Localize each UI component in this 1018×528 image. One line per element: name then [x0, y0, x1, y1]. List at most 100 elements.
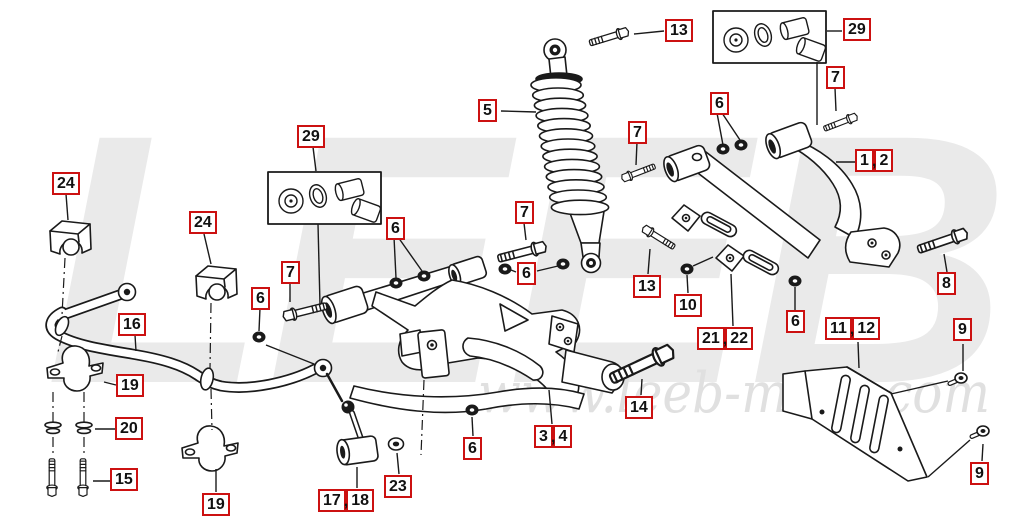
leader-line [635, 141, 638, 166]
callout-box: 7 [826, 66, 845, 89]
mounting-brackets [639, 204, 780, 276]
callout-box: 13 [633, 275, 661, 298]
callout-6: 6 [786, 310, 805, 333]
leader-line [265, 344, 315, 365]
callout-23: 23 [384, 475, 412, 498]
axis-line [210, 388, 213, 431]
leader-line [65, 193, 69, 221]
callout-box: 24 [52, 172, 80, 195]
callout-comma: , [722, 331, 728, 348]
callout-6: 6 [517, 262, 536, 285]
leader-line [633, 30, 665, 35]
leader-line [134, 334, 137, 352]
callout-19: 19 [116, 374, 144, 397]
callout-19: 19 [202, 493, 230, 516]
callout-box: 8 [937, 272, 956, 295]
callout-box: 6 [386, 217, 405, 240]
callout-box: 5 [478, 99, 497, 122]
callout-box: 7 [281, 261, 300, 284]
callout-comma: , [849, 321, 855, 338]
callout-14: 14 [625, 396, 653, 419]
callout-29: 29 [843, 18, 871, 41]
callout-box: 13 [665, 19, 693, 42]
bolt-9-upper [947, 372, 968, 386]
leader-line [500, 110, 537, 113]
leader-line [317, 223, 321, 306]
leader-line [927, 439, 971, 478]
leader-line [834, 87, 837, 112]
leader-line [640, 378, 643, 396]
callout-comma: , [872, 153, 877, 170]
axis-line [420, 379, 425, 456]
callout-box: 21 [697, 327, 725, 350]
callout-7: 7 [826, 66, 845, 89]
leader-line [857, 341, 860, 369]
upper-swing-arm [619, 111, 971, 268]
callout-box: 17 [318, 489, 346, 512]
leader-line [203, 233, 212, 265]
callout-20: 20 [115, 417, 143, 440]
washers-20 [44, 421, 93, 435]
callout-comma: , [551, 429, 556, 446]
leader-line [692, 256, 714, 267]
callout-11-12: 11,12 [825, 317, 881, 343]
callout-box: 23 [384, 475, 412, 498]
bolt-9-lower [969, 425, 990, 439]
callout-box: 15 [110, 468, 138, 491]
callout-box: 16 [118, 313, 146, 336]
axis-line [57, 335, 63, 353]
callout-box: 9 [970, 462, 989, 485]
leader-lines [65, 30, 984, 492]
leader-line [647, 248, 651, 275]
callout-3-4: 3,4 [534, 425, 573, 451]
callout-13: 13 [633, 275, 661, 298]
leader-line [103, 381, 117, 386]
callout-box: 14 [625, 396, 653, 419]
axis-line [209, 302, 212, 370]
callout-7: 7 [628, 121, 647, 144]
callout-box: 4 [553, 425, 573, 448]
callout-6: 6 [251, 287, 270, 310]
callout-21-22: 21,22 [697, 327, 754, 353]
callout-24: 24 [52, 172, 80, 195]
leader-line [523, 222, 527, 241]
callout-box: 10 [674, 294, 702, 317]
axis-line [61, 257, 66, 316]
leader-line [396, 452, 400, 475]
callout-24: 24 [189, 211, 217, 234]
leader-line [943, 253, 948, 273]
callout-10: 10 [674, 294, 702, 317]
leader-line [716, 112, 724, 146]
callout-box: 9 [953, 318, 972, 341]
callout-box: 18 [346, 489, 375, 512]
skid-plate [782, 366, 990, 482]
callout-box: 7 [628, 121, 647, 144]
callout-box: 6 [517, 262, 536, 285]
callout-16: 16 [118, 313, 146, 336]
leader-line [393, 236, 397, 279]
leader-line [510, 269, 517, 273]
leader-line [721, 112, 741, 141]
callout-9: 9 [953, 318, 972, 341]
callout-box: 3 [534, 425, 553, 448]
leader-line [730, 273, 734, 327]
callout-7: 7 [281, 261, 300, 284]
callout-box: 6 [463, 437, 482, 460]
callout-box: 11 [825, 317, 852, 340]
leader-line [890, 380, 949, 395]
leader-line [981, 443, 984, 462]
coil-spring [530, 77, 610, 216]
callout-29: 29 [297, 125, 325, 148]
callout-box: 6 [251, 287, 270, 310]
shock-absorber [530, 25, 631, 274]
callout-box: 20 [115, 417, 143, 440]
callout-15: 15 [110, 468, 138, 491]
callout-box: 1 [855, 149, 874, 172]
stabilizer-link [325, 372, 405, 466]
callout-6: 6 [710, 92, 729, 115]
callout-6: 6 [463, 437, 482, 460]
leader-line [536, 265, 559, 272]
